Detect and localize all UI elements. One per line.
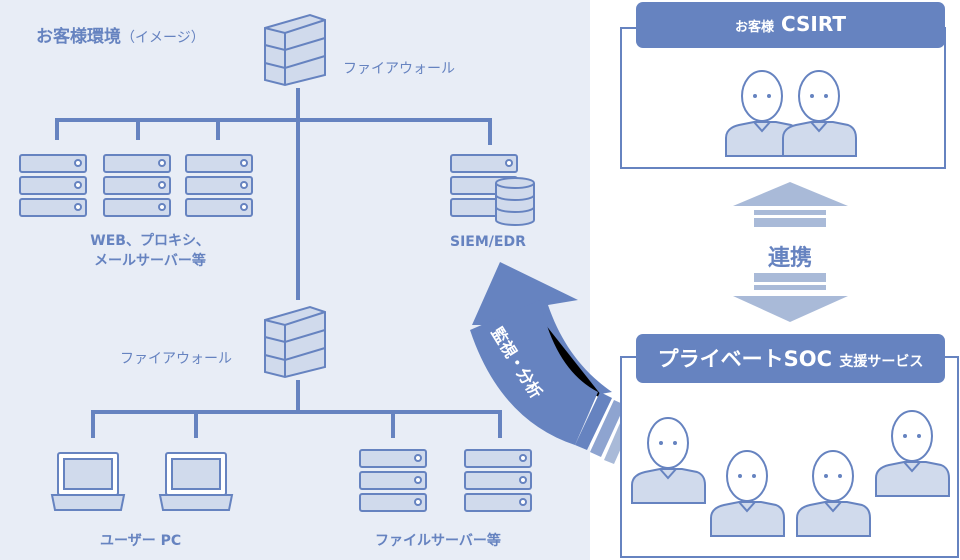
server-stack-icon	[19, 154, 87, 217]
soc-header	[636, 334, 945, 383]
firewall-mid-label: ファイアウォール	[120, 351, 232, 367]
siem-label: SIEM/EDR	[450, 234, 526, 250]
file-server-icon	[359, 449, 427, 512]
customer-env-title: お客様環境（イメージ）	[36, 27, 205, 47]
firewall-icon	[264, 306, 326, 378]
firewall-icon	[264, 13, 326, 87]
pc-label: ユーザー PC	[100, 533, 182, 549]
server-stack-icon	[185, 154, 253, 217]
laptop-icon	[159, 452, 233, 511]
database-icon	[495, 177, 535, 226]
laptop-icon	[50, 452, 126, 511]
csirt-header	[636, 2, 945, 48]
file-server-label: ファイルサーバー等	[375, 533, 501, 549]
link-double-arrow	[733, 182, 848, 322]
person-icon	[631, 417, 706, 504]
firewall-top-label: ファイアウォール	[343, 61, 455, 77]
file-server-icon	[464, 449, 532, 512]
csirt-title: お客様 CSIRT	[734, 12, 847, 36]
servers-label: WEB、プロキシ、メールサーバー等	[90, 233, 210, 269]
soc-title: プライベートSOC 支援サービス	[657, 347, 924, 371]
link-label: 連携	[767, 246, 812, 271]
network-lines	[55, 88, 502, 438]
server-stack-icon	[103, 154, 171, 217]
